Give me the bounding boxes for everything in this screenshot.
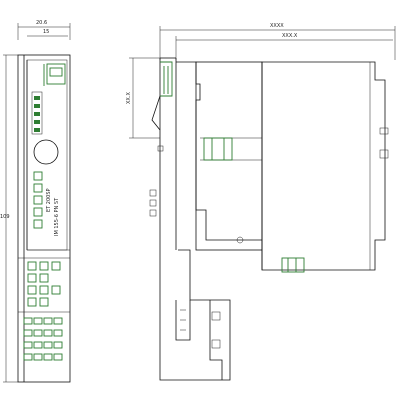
din-rail	[203, 137, 233, 161]
front-inner-width-dim: 15	[43, 29, 49, 35]
front-module-outline	[17, 54, 71, 383]
terminal-block-upper	[27, 261, 61, 307]
front-height-dim: 109	[0, 214, 10, 220]
side-housing-outline	[159, 58, 231, 381]
push-in-terminals	[23, 317, 63, 361]
product-label-line-1: ET 200SP	[46, 188, 52, 212]
status-led-column	[31, 91, 43, 135]
bottom-latch-icon	[281, 257, 305, 273]
side-module-depth-dim: XXX.X	[282, 33, 298, 39]
connector-plug-icon	[160, 61, 173, 97]
product-label-line-2: IM 155-6 PN ST	[54, 197, 60, 236]
ethernet-port-icon	[46, 63, 66, 85]
side-overall-depth-dim: XXXX	[270, 23, 284, 29]
channel-slots	[33, 171, 43, 229]
front-width-dim: 20.6	[36, 20, 47, 26]
rotary-switch-icon	[33, 139, 59, 165]
front-view: 20.6 15 109	[0, 20, 71, 383]
front-module-body	[261, 61, 386, 271]
side-view: XXXX XXX.X XX.X	[126, 23, 396, 381]
side-connector-dim: XX.X	[126, 92, 132, 104]
head-section	[26, 59, 68, 251]
